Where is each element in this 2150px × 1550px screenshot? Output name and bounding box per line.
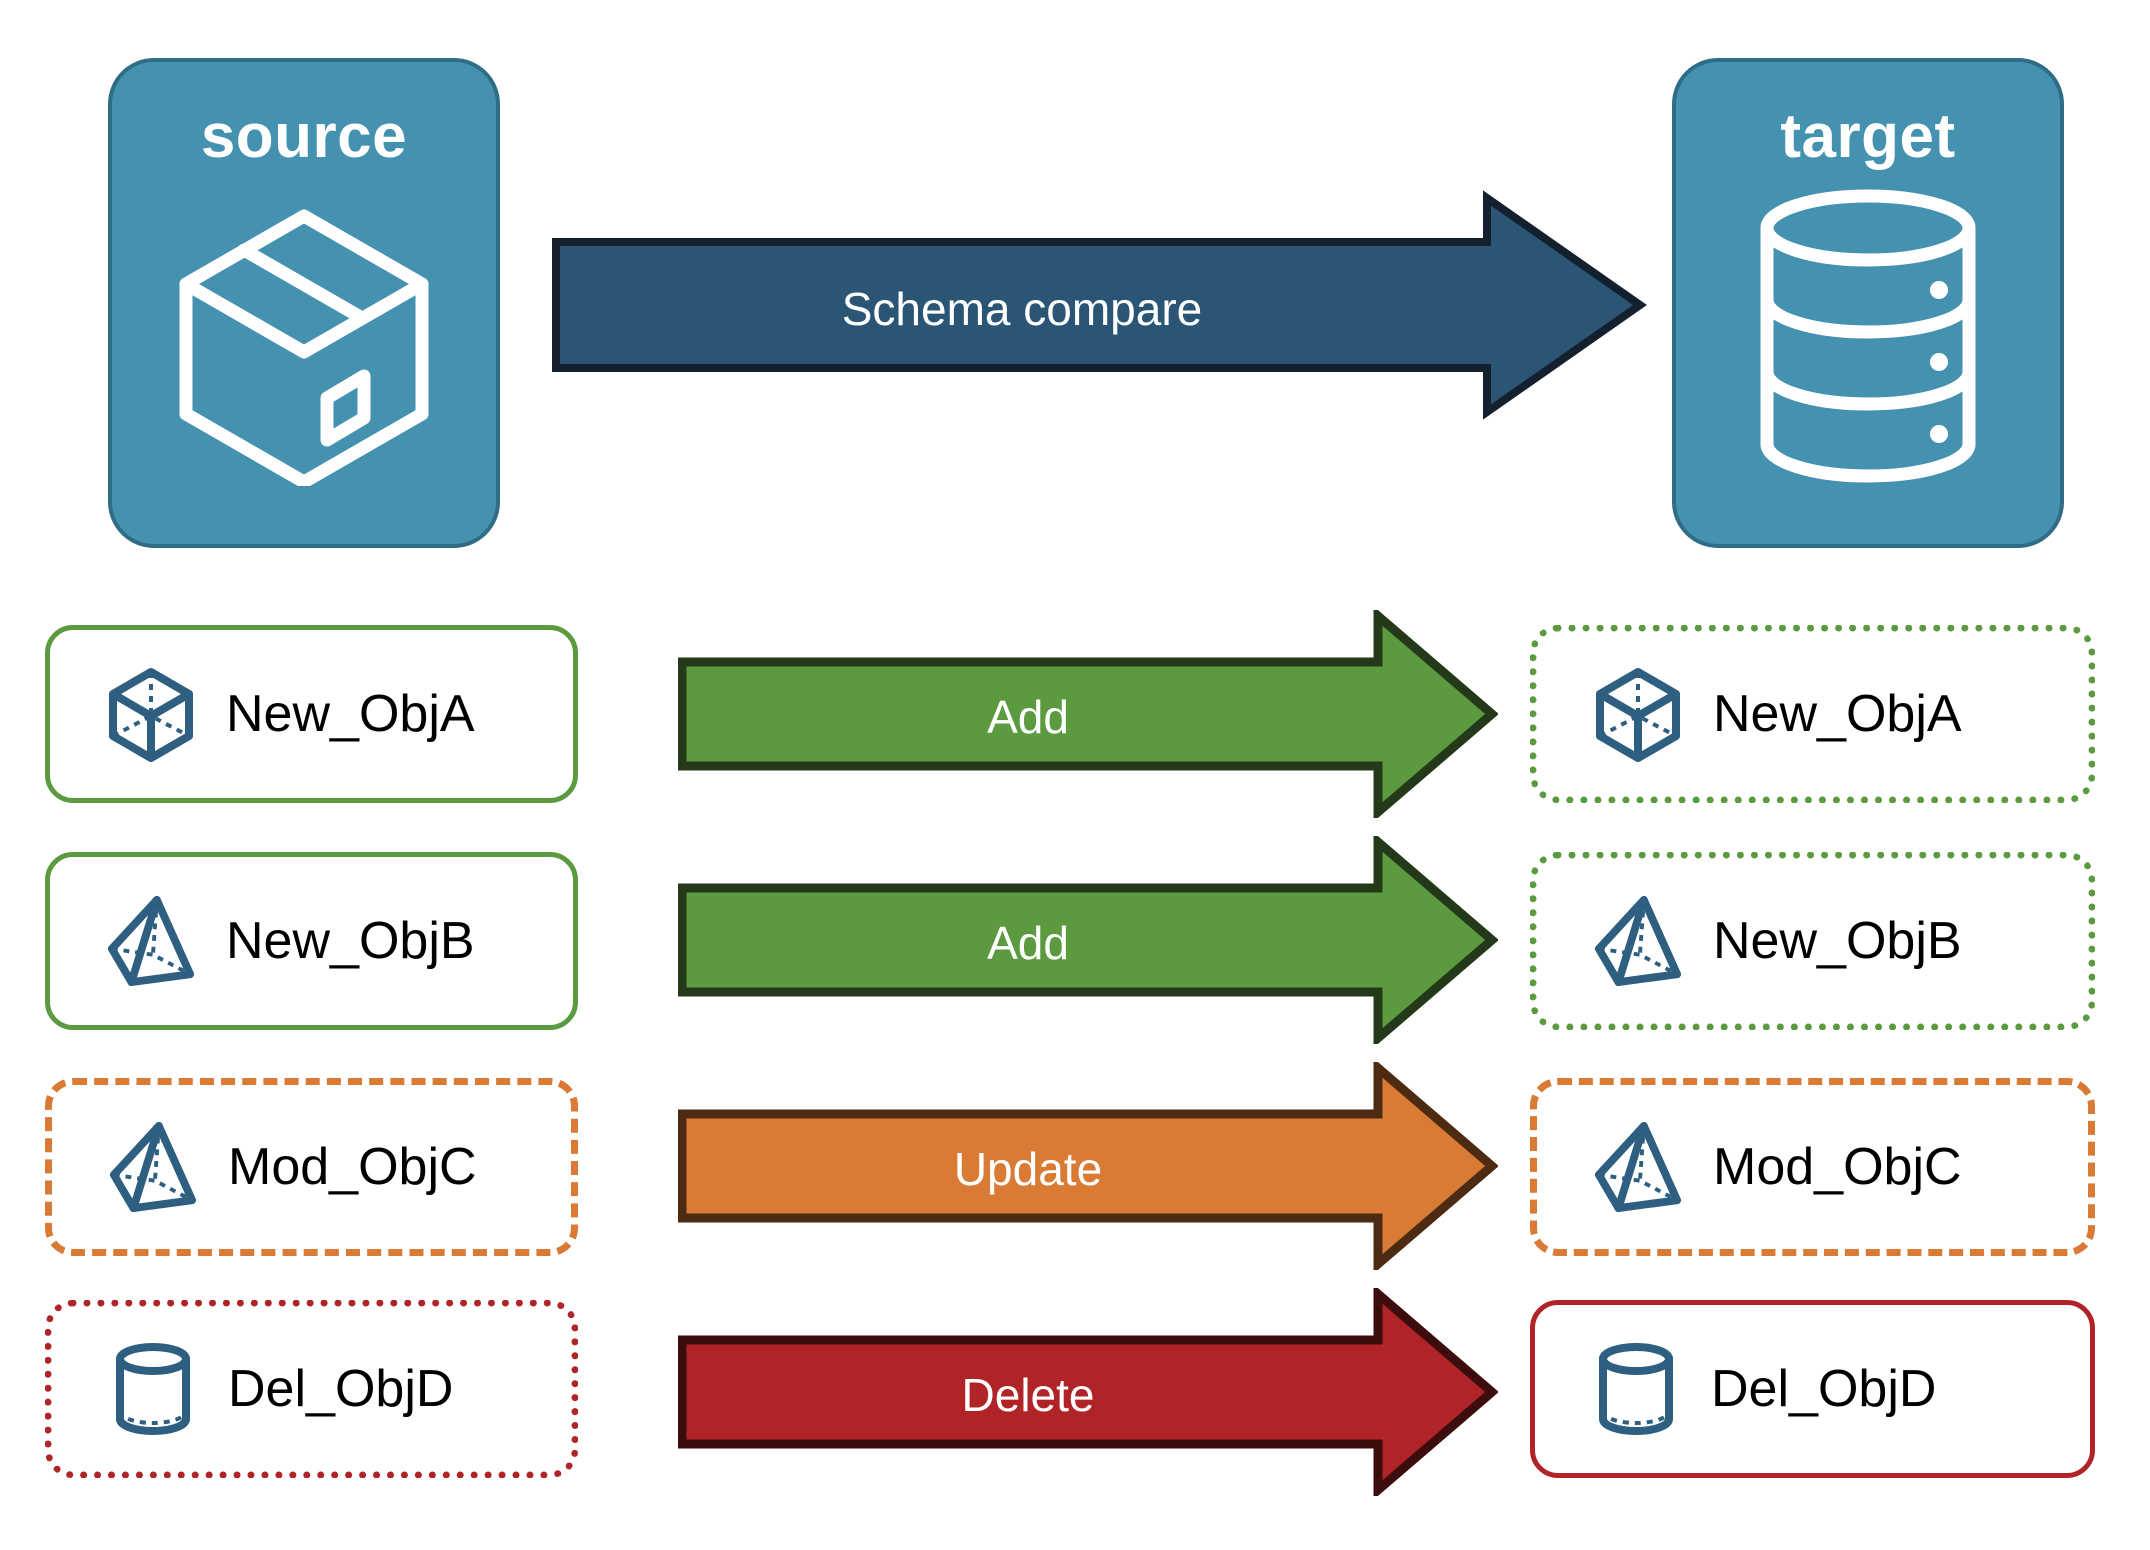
source-object-box[interactable]: Del_ObjD bbox=[45, 1300, 578, 1478]
action-arrow-add-1: Add bbox=[677, 606, 1499, 822]
right-arrow-icon bbox=[677, 1058, 1499, 1274]
database-cylinder-icon bbox=[1743, 186, 1993, 491]
target-object-box[interactable]: Mod_ObjC bbox=[1530, 1078, 2095, 1256]
source-object-box[interactable]: New_ObjB bbox=[45, 852, 578, 1030]
wireframe-cylinder-icon bbox=[108, 1341, 198, 1437]
source-panel: source bbox=[108, 58, 500, 548]
target-object-label: New_ObjB bbox=[1713, 912, 1962, 970]
source-object-label: New_ObjB bbox=[226, 912, 475, 970]
wireframe-pyramid-icon bbox=[106, 893, 196, 989]
source-title: source bbox=[200, 102, 408, 171]
target-panel: target bbox=[1672, 58, 2064, 548]
right-arrow-icon bbox=[552, 190, 1647, 420]
action-arrow-label: Delete bbox=[961, 1369, 1095, 1421]
source-object-label: Mod_ObjC bbox=[228, 1138, 477, 1196]
package-cube-icon bbox=[164, 186, 444, 491]
wireframe-cube-icon bbox=[1593, 666, 1683, 762]
target-title: target bbox=[1780, 102, 1956, 171]
action-arrow-label: Update bbox=[953, 1143, 1103, 1195]
source-object-box[interactable]: New_ObjA bbox=[45, 625, 578, 803]
schema-compare-label: Schema compare bbox=[841, 283, 1203, 335]
right-arrow-icon bbox=[677, 1284, 1499, 1500]
action-arrow-label: Add bbox=[987, 917, 1069, 969]
right-arrow-icon bbox=[677, 606, 1499, 822]
target-object-box[interactable]: New_ObjB bbox=[1530, 852, 2095, 1030]
action-arrow-update: Update bbox=[677, 1058, 1499, 1274]
action-arrow-delete: Delete bbox=[677, 1284, 1499, 1500]
wireframe-pyramid-icon bbox=[108, 1119, 198, 1215]
wireframe-cube-icon bbox=[106, 666, 196, 762]
wireframe-pyramid-icon bbox=[1593, 893, 1683, 989]
source-object-box[interactable]: Mod_ObjC bbox=[45, 1078, 578, 1256]
schema-compare-arrow: Schema compare bbox=[552, 190, 1647, 420]
action-arrow-add-2: Add bbox=[677, 832, 1499, 1048]
target-object-label: Mod_ObjC bbox=[1713, 1138, 1962, 1196]
source-object-label: New_ObjA bbox=[226, 685, 475, 743]
wireframe-cylinder-icon bbox=[1591, 1341, 1681, 1437]
target-object-box[interactable]: New_ObjA bbox=[1530, 625, 2095, 803]
source-object-label: Del_ObjD bbox=[228, 1360, 454, 1418]
right-arrow-icon bbox=[677, 832, 1499, 1048]
target-object-label: New_ObjA bbox=[1713, 685, 1962, 743]
target-object-label: Del_ObjD bbox=[1711, 1360, 1937, 1418]
target-object-box[interactable]: Del_ObjD bbox=[1530, 1300, 2095, 1478]
wireframe-pyramid-icon bbox=[1593, 1119, 1683, 1215]
action-arrow-label: Add bbox=[987, 691, 1069, 743]
